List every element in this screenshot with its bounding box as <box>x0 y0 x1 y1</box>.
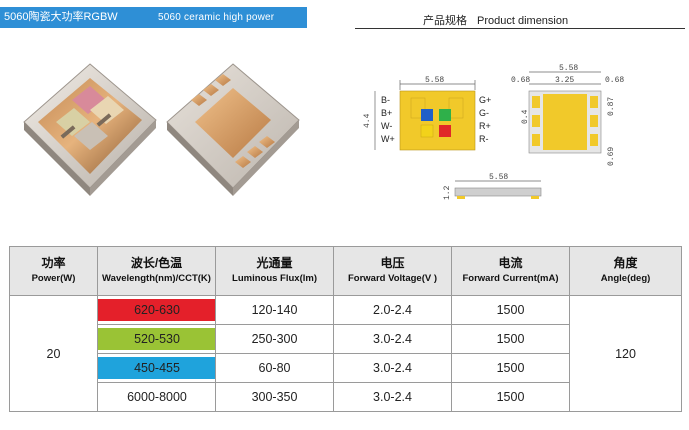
wavelength-cell: 520-530 <box>97 324 216 354</box>
side-view-drawing: 5.58 1.2 <box>443 173 542 200</box>
height-label: 4.4 <box>363 113 372 128</box>
flux-cell: 60-80 <box>215 353 334 383</box>
header-title-cn: 5060陶瓷大功率RGBW <box>4 11 118 23</box>
back-v3-label: 0.69 <box>607 147 616 166</box>
product-dimension-cn: 产品规格 <box>423 15 467 27</box>
pin-w-plus: W+ <box>381 134 395 144</box>
top-view-drawing: 5.58 4.4 B- B+ W- W+ G+ G- R+ R- <box>363 76 491 151</box>
flux-cell: 120-140 <box>215 295 334 325</box>
wavelength-green: 520-530 <box>98 328 216 350</box>
wavelength-cell: 620-630 <box>97 295 216 325</box>
wavelength-white: 6000-8000 <box>127 390 187 404</box>
wavelength-cell: 450-455 <box>97 353 216 383</box>
current-cell: 1500 <box>451 324 570 354</box>
voltage-cell: 2.0-2.4 <box>333 295 452 325</box>
table-row: 20 620-630 120-140 2.0-2.4 1500 120 <box>9 295 682 412</box>
pin-r-plus: R+ <box>479 121 491 131</box>
voltage-cell: 3.0-2.4 <box>333 353 452 383</box>
header-title-en: 5060 ceramic high power RGBW <box>158 12 275 44</box>
back-v1-label: 0.4 <box>521 109 530 124</box>
back-left-label: 0.68 <box>511 76 530 85</box>
current-cell: 1500 <box>451 353 570 383</box>
led-front-photo <box>23 63 157 196</box>
side-width-label: 5.58 <box>489 173 508 182</box>
pin-g-plus: G+ <box>479 95 491 105</box>
led-back-photo <box>166 63 300 196</box>
table-row: 520-530 250-300 3.0-2.4 1500 <box>10 324 682 354</box>
table-row: 450-455 60-80 3.0-2.4 1500 <box>10 353 682 383</box>
wavelength-blue: 450-455 <box>98 357 216 379</box>
wavelength-cell: 6000-8000 <box>97 382 216 412</box>
table-row: 6000-8000 300-350 3.0-2.4 1500 <box>10 382 682 412</box>
dimension-drawings: 5.58 4.4 B- B+ W- W+ G+ G- R+ R- <box>363 64 624 200</box>
pin-w-minus: W- <box>381 121 392 131</box>
wavelength-red: 620-630 <box>98 299 216 321</box>
side-height-label: 1.2 <box>443 185 452 200</box>
current-cell: 1500 <box>451 295 570 325</box>
angle-cell: 120 <box>569 295 682 412</box>
flux-cell: 250-300 <box>215 324 334 354</box>
back-width-label: 5.58 <box>559 64 578 73</box>
pin-b-plus: B+ <box>381 108 392 118</box>
flux-cell: 300-350 <box>215 382 334 412</box>
current-cell: 1500 <box>451 382 570 412</box>
product-dimension-en: Product dimension <box>477 15 569 27</box>
product-dimension-heading: 产品规格 Product dimension <box>423 12 568 28</box>
voltage-cell: 3.0-2.4 <box>333 382 452 412</box>
back-v2-label: 0.87 <box>607 97 616 116</box>
back-right-label: 0.68 <box>605 76 624 85</box>
header-banner: 5060陶瓷大功率RGBW 5060 ceramic high power RG… <box>0 7 307 44</box>
heading-divider <box>355 28 685 29</box>
back-view-drawing: 5.58 0.68 3.25 0.68 0.4 0.87 0.69 <box>511 64 624 166</box>
pin-g-minus: G- <box>479 108 489 118</box>
power-cell: 20 <box>9 295 98 412</box>
top-width-label: 5.58 <box>425 76 444 85</box>
pin-r-minus: R- <box>479 134 489 144</box>
voltage-cell: 3.0-2.4 <box>333 324 452 354</box>
pin-b-minus: B- <box>381 95 390 105</box>
back-center-label: 3.25 <box>555 76 574 85</box>
